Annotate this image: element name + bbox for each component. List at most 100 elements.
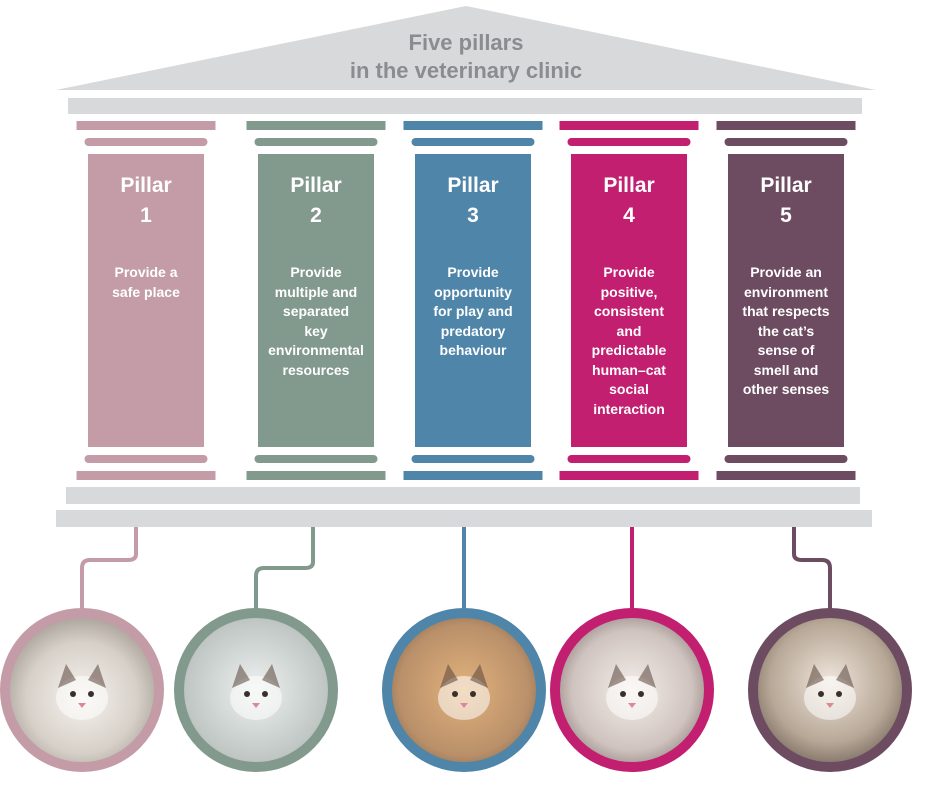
cat-eye-left: [620, 691, 626, 697]
pillar-2-description-line: multiple and: [274, 283, 358, 300]
cat-ear-left: [806, 664, 824, 688]
cat-eye-right: [836, 691, 842, 697]
pillar-1-description-line: safe place: [112, 283, 180, 300]
pillar-4-number: 4: [623, 204, 635, 227]
connector-line: [80, 527, 138, 611]
pillar-4-description-line: consistent: [593, 303, 664, 319]
cat-face-shape: [56, 676, 108, 720]
pillar-base-band: [411, 455, 535, 463]
pillar-base-band: [724, 455, 848, 463]
cat-nose: [78, 703, 86, 708]
cat-face-shape: [230, 676, 282, 720]
pillar-5-description-line: environment: [743, 283, 828, 300]
pillar-5-description-line: the cat’s: [757, 322, 815, 339]
pillar-1-description-line: Provide a: [114, 264, 178, 280]
pillar-2-label: Pillar: [290, 174, 342, 197]
pillar-capital-slab: [716, 121, 856, 130]
pillar-2-description-line: resources: [282, 361, 350, 378]
pillar-3-description-line: Provide: [447, 264, 499, 280]
cat-ear-left: [440, 664, 458, 688]
pillar-shaft: [728, 154, 844, 447]
pillar-base-slab: [716, 471, 856, 480]
pillar-shaft: [415, 154, 531, 447]
pillar-3-description-line: opportunity: [434, 283, 512, 300]
cat-face-shape: [438, 676, 490, 720]
pillar-3-number: 3: [467, 204, 479, 227]
photo-ring: [174, 608, 338, 772]
cat-ear-right: [262, 664, 280, 688]
roof-pediment: [56, 6, 876, 90]
pillar-4-description-line: interaction: [593, 400, 665, 417]
base-step-lower: [56, 510, 872, 527]
cat-eye-right: [638, 691, 644, 697]
diagram-title-line1: Five pillars: [408, 30, 524, 55]
pillar-2-description-line: Provide: [290, 264, 342, 280]
pillar-shaft: [571, 154, 687, 447]
pillar-3-label: Pillar: [447, 174, 499, 197]
pillar-base-slab: [403, 471, 543, 480]
pillar-5-description-line: that respects: [742, 303, 830, 319]
pillar-2-description-line: environmental: [268, 342, 364, 358]
pillar-4-description-line: predictable: [591, 342, 667, 358]
pillar-base-band: [254, 455, 378, 463]
pillar-4-description-line: and: [616, 322, 642, 339]
pillar-4-description-line: human–cat: [592, 361, 666, 378]
pillar-5-description-line: smell and: [753, 361, 819, 378]
cat-eye-left: [818, 691, 824, 697]
cat-ear-left: [232, 664, 250, 688]
base-step-upper: [66, 487, 860, 504]
cat-nose: [628, 703, 636, 708]
pillar-2-number: 2: [310, 204, 322, 227]
diagram-title-line2: in the veterinary clinic: [349, 58, 583, 83]
pillar-4-description-line: Provide: [603, 264, 655, 280]
cat-ear-left: [58, 664, 76, 688]
pillar-capital-band: [254, 138, 378, 146]
cat-nose: [826, 703, 834, 708]
pillar-4-label: Pillar: [603, 174, 655, 197]
pillar-5-description-line: sense of: [757, 342, 815, 358]
photo-ring: [382, 608, 546, 772]
cat-face-shape: [606, 676, 658, 720]
cat-ear-right: [638, 664, 656, 688]
pillar-1-number: 1: [140, 204, 152, 227]
cat-nose: [252, 703, 260, 708]
cat-face-shape: [804, 676, 856, 720]
connector-line: [254, 527, 315, 611]
cat-eye-left: [452, 691, 458, 697]
pillar-2-description-line: separated: [282, 303, 350, 319]
pillar-capital-band: [84, 138, 208, 146]
pillar-3-description-line: behaviour: [439, 342, 507, 358]
pillar-base-band: [84, 455, 208, 463]
pillar-base-slab: [559, 471, 699, 480]
pillar-base-band: [567, 455, 691, 463]
pillar-5-label: Pillar: [760, 174, 812, 197]
pillar-2-description-line: key: [304, 322, 328, 339]
pillar-capital-slab: [403, 121, 543, 130]
pillar-capital-band: [567, 138, 691, 146]
cat-ear-right: [470, 664, 488, 688]
pillar-capital-band: [724, 138, 848, 146]
pillar-capital-band: [411, 138, 535, 146]
cat-nose: [460, 703, 468, 708]
roof-beam: [68, 98, 862, 114]
cat-eye-right: [262, 691, 268, 697]
photo-ring: [748, 608, 912, 772]
cat-eye-left: [244, 691, 250, 697]
photo-ring: [550, 608, 714, 772]
pillar-shaft: [258, 154, 374, 447]
photo-ring: [0, 608, 164, 772]
pillar-5-number: 5: [780, 204, 792, 227]
pillar-base-slab: [246, 471, 386, 480]
pillar-shaft: [88, 154, 204, 447]
cat-eye-right: [470, 691, 476, 697]
pillar-capital-slab: [246, 121, 386, 130]
cat-eye-left: [70, 691, 76, 697]
cat-ear-left: [608, 664, 626, 688]
cat-ear-right: [836, 664, 854, 688]
pillar-3-description-line: predatory: [440, 322, 506, 339]
connector-line: [792, 527, 832, 611]
pillar-5-description-line: other senses: [742, 381, 830, 397]
pillar-capital-slab: [559, 121, 699, 130]
pillar-4-description-line: social: [609, 381, 649, 397]
